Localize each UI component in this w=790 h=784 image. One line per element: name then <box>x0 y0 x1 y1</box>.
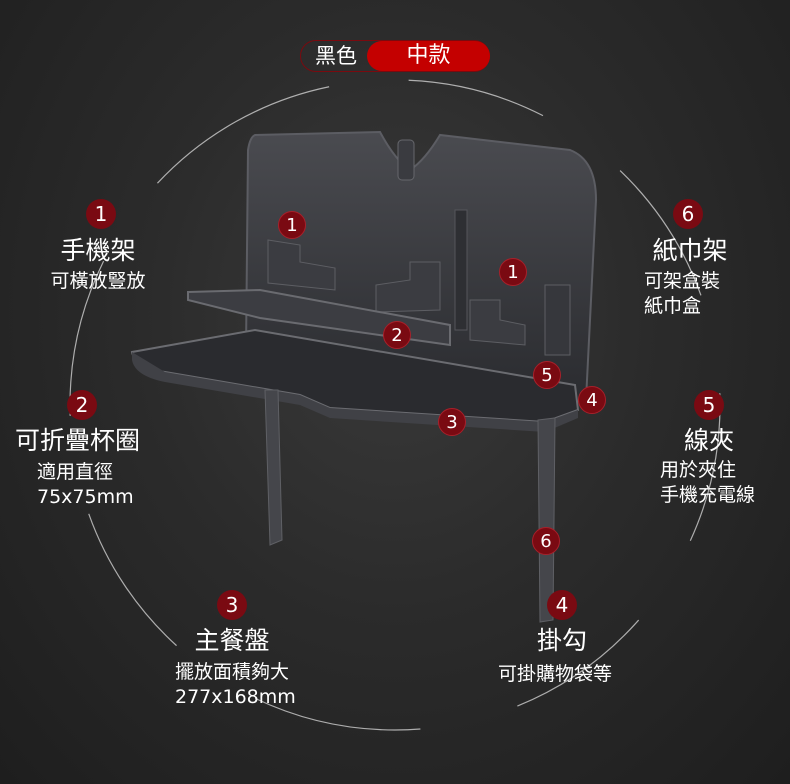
variant-selector: 黑色 中款 <box>300 40 490 72</box>
product-marker-cable-clip: 5 <box>533 361 561 389</box>
feature-1-desc: 可橫放豎放 <box>50 270 146 292</box>
feature-3-size: 277x168mm <box>175 686 296 708</box>
feature-5-desc: 用於夾住 <box>660 459 737 481</box>
feature-6-title: 紙巾架 <box>652 236 728 265</box>
feature-4-title: 掛勾 <box>536 626 588 655</box>
feature-4-badge: 4 <box>547 590 577 620</box>
feature-4-desc: 可掛購物袋等 <box>498 663 613 685</box>
product-marker-phone-holder: 1 <box>499 258 527 286</box>
feature-5-title: 線夾 <box>683 426 735 455</box>
feature-3-title: 主餐盤 <box>194 626 270 655</box>
product-marker-tissue-holder: 6 <box>532 527 560 555</box>
product-marker-hook: 4 <box>578 386 606 414</box>
feature-3-badge: 3 <box>217 590 247 620</box>
feature-5-badge: 5 <box>694 390 724 420</box>
feature-2-title: 可折疊杯圈 <box>15 426 141 455</box>
feature-5-desc-2: 手機充電線 <box>660 484 756 506</box>
feature-1-badge: 1 <box>86 199 116 229</box>
feature-2-size: 75x75mm <box>37 486 134 508</box>
feature-1-title: 手機架 <box>60 236 136 265</box>
feature-6-desc: 可架盒裝 <box>644 270 721 292</box>
feature-2-badge: 2 <box>67 390 97 420</box>
feature-6-badge: 6 <box>673 199 703 229</box>
feature-3-desc: 擺放面積夠大 <box>175 661 290 683</box>
product-marker-phone-holder: 1 <box>278 211 306 239</box>
product-marker-cup-holder: 2 <box>383 321 411 349</box>
feature-6-desc-2: 紙巾盒 <box>644 295 702 317</box>
feature-2-desc: 適用直徑 <box>37 461 114 483</box>
product-marker-main-tray: 3 <box>438 408 466 436</box>
color-option[interactable]: 黑色 <box>315 44 357 68</box>
size-option[interactable]: 中款 <box>367 41 490 71</box>
